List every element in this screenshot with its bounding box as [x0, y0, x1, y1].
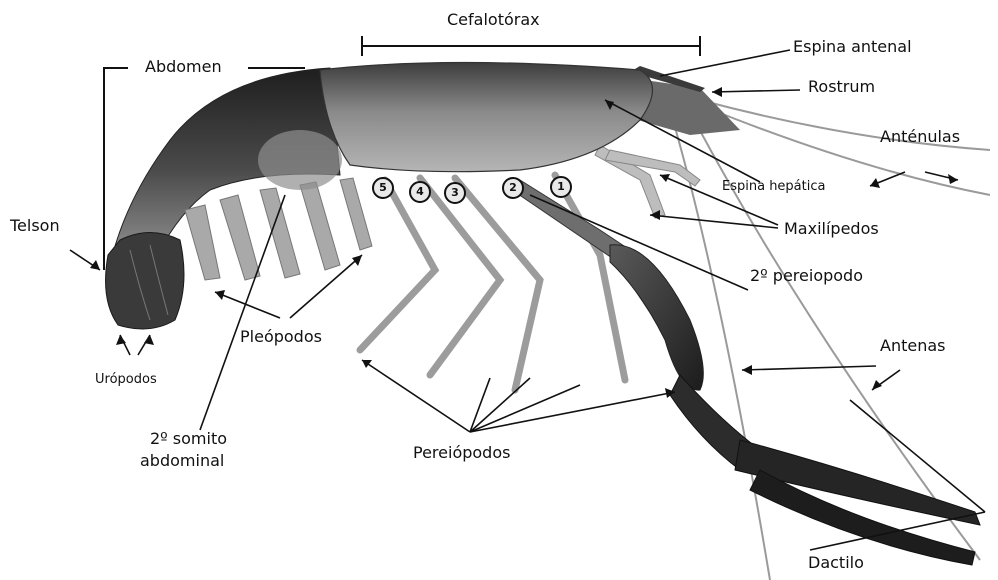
label-uropodos: Urópodos — [95, 372, 157, 387]
label-antenulas: Anténulas — [880, 128, 960, 146]
pleopods — [185, 178, 372, 280]
label-cefalotorax: Cefalotórax — [447, 11, 540, 29]
pereiopod-number-3: 3 — [444, 182, 466, 204]
label-maxilipedos: Maxilípedos — [784, 220, 879, 238]
label-abdomen: Abdomen — [145, 58, 222, 76]
tail-fan — [106, 233, 184, 330]
label-antenas: Antenas — [880, 337, 945, 355]
pereiopod-number-4: 4 — [409, 181, 431, 203]
pereiopod-number-2: 2 — [502, 177, 524, 199]
second-somite-plate — [258, 130, 342, 190]
label-pereiopodos: Pereiópodos — [413, 444, 510, 462]
cefalotorax-bracket — [362, 36, 700, 56]
label-pleopodos: Pleópodos — [240, 328, 322, 346]
label-telson: Telson — [10, 217, 60, 235]
label-segundo-somito-line1: 2º somito — [150, 430, 227, 448]
label-espina-hepatica: Espina hepática — [722, 179, 825, 194]
label-segundo-pereiopodo: 2º pereiopodo — [750, 267, 863, 285]
maxillipeds — [595, 145, 700, 218]
walking-legs — [360, 175, 625, 390]
label-segundo-somito-line2: abdominal — [140, 452, 224, 470]
label-rostrum: Rostrum — [808, 78, 875, 96]
pereiopod-number-5: 5 — [372, 177, 394, 199]
pereiopod-number-1: 1 — [550, 176, 572, 198]
label-dactilo: Dactilo — [808, 554, 864, 572]
label-espina-antenal: Espina antenal — [793, 38, 912, 56]
